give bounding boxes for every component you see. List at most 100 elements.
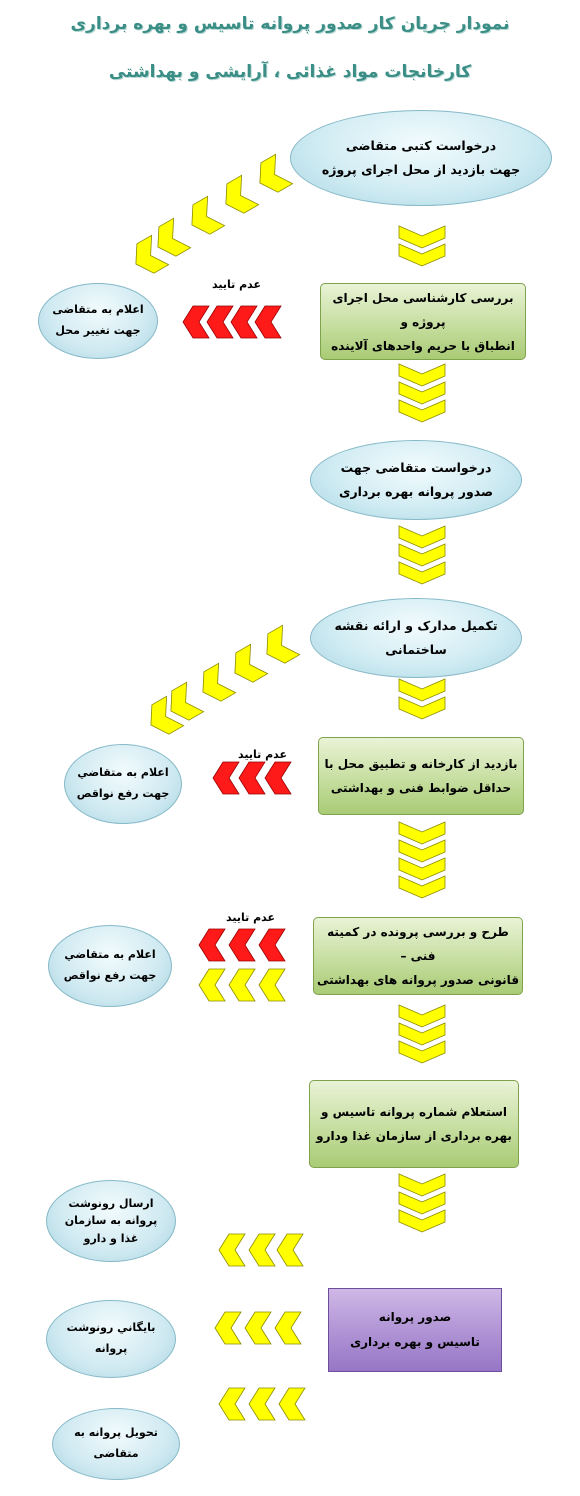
diagonal-chevron-icon-23 [157, 217, 192, 257]
down-chevron-icon-2 [398, 363, 446, 387]
reject-chevron-icon-39 [258, 928, 286, 962]
left-chevron-icon-43 [218, 1233, 246, 1267]
title-line-2: کارخانجات مواد غذائی ، آرایشی و بهداشتی [108, 62, 472, 82]
step-7-line-1: استعلام شماره پروانه تاسیس و [320, 1105, 507, 1119]
left-chevron-icon-41 [228, 968, 256, 1002]
diagonal-chevron-icon-28 [170, 681, 205, 721]
reject-chevron-icon-34 [212, 761, 240, 795]
title-line-1: نمودار جریان کار صدور پروانه تاسیس و بهر… [70, 14, 510, 34]
notice-fix-deficiencies-1: اعلام به متقاضي جهت رفع نواقص [64, 744, 182, 824]
down-chevron-icon-3 [398, 381, 446, 405]
diagonal-chevron-icon-25 [266, 624, 301, 664]
left-chevron-icon-48 [274, 1311, 302, 1345]
diagonal-chevron-icon-24 [135, 234, 170, 274]
notice-fix-deficiencies-2: اعلام به متقاضي جهت رفع نواقص [48, 925, 172, 1007]
down-chevron-icon-5 [398, 525, 446, 549]
step-operation-request: درخواست متقاضی جهت صدور پروانه بهره بردار… [310, 440, 522, 520]
step-8-line-2: تاسیس و بهره برداری [350, 1335, 480, 1349]
down-chevron-icon-6 [398, 543, 446, 567]
notice-3-line-2: جهت رفع نواقص [63, 969, 157, 982]
output-2-line-1: بايگاني رونوشت [66, 1321, 156, 1335]
down-chevron-icon-8 [398, 678, 446, 702]
output-1-line-1: ارسال رونوشت [68, 1196, 154, 1210]
step-license-inquiry: استعلام شماره پروانه تاسیس و بهره برداری … [309, 1080, 519, 1168]
reject-chevron-icon-37 [198, 928, 226, 962]
left-chevron-icon-45 [276, 1233, 304, 1267]
step-4-line-2: ساختمانی [385, 642, 447, 657]
diagonal-chevron-icon-27 [202, 662, 237, 702]
step-4-line-1: تکمیل مدارک و ارائه نقشه [334, 618, 498, 634]
down-chevron-icon-0 [398, 225, 446, 249]
output-send-copy: ارسال رونوشت پروانه به سازمان غذا و دارو [46, 1180, 176, 1262]
down-chevron-icon-18 [398, 1191, 446, 1215]
step-7-line-2: بهره برداری از سازمان غذا ودارو [316, 1129, 512, 1143]
output-3-line-2: متقاضی [93, 1447, 139, 1460]
left-chevron-icon-46 [214, 1311, 242, 1345]
down-chevron-icon-19 [398, 1209, 446, 1233]
step-written-request: درخواست کتبی متقاضی جهت بازدید از محل اجر… [290, 110, 552, 206]
step-committee-review: طرح و بررسی پرونده در کمیته فنی – قانونی … [313, 917, 523, 995]
reject-chevron-icon-32 [230, 305, 258, 339]
down-chevron-icon-14 [398, 1004, 446, 1028]
left-chevron-icon-42 [258, 968, 286, 1002]
output-1-line-2: پروانه به سازمان [64, 1214, 158, 1228]
step-8-line-1: صدور پروانه [378, 1309, 452, 1324]
reject-chevron-icon-38 [228, 928, 256, 962]
step-3-line-2: صدور پروانه بهره برداری [338, 484, 494, 499]
step-1-line-2: جهت بازدید از محل اجرای پروژه [321, 162, 521, 177]
step-2-line-1: بررسی کارشناسی محل اجرای پروژه و [332, 290, 514, 329]
step-complete-documents: تکمیل مدارک و ارائه نقشه ساختمانی [310, 598, 522, 678]
down-chevron-icon-11 [398, 839, 446, 863]
left-chevron-icon-49 [218, 1387, 246, 1421]
notice-1-line-1: اعلام به متقاضی [52, 303, 144, 317]
reject-label-3: عدم تایید [226, 911, 275, 924]
down-chevron-icon-7 [398, 561, 446, 585]
output-deliver-license: تحویل پروانه به متقاضی [52, 1408, 180, 1480]
down-chevron-icon-13 [398, 875, 446, 899]
diagonal-chevron-icon-21 [225, 174, 260, 214]
notice-2-line-2: جهت رفع نواقص [76, 787, 170, 800]
down-chevron-icon-15 [398, 1022, 446, 1046]
notice-change-location: اعلام به متقاضی جهت تغییر محل [38, 283, 158, 359]
step-5-line-1: بازدید از کارخانه و تطبیق محل با [324, 757, 518, 771]
notice-1-line-2: جهت تغییر محل [55, 324, 141, 337]
step-3-line-1: درخواست متقاضی جهت [340, 460, 492, 476]
down-chevron-icon-17 [398, 1173, 446, 1197]
reject-label-1: عدم تایید [212, 278, 261, 291]
left-chevron-icon-40 [198, 968, 226, 1002]
notice-2-line-1: اعلام به متقاضي [77, 766, 169, 780]
diagonal-chevron-icon-22 [191, 195, 226, 235]
diagonal-chevron-icon-20 [259, 153, 294, 193]
step-site-inspection: بررسی کارشناسی محل اجرای پروژه و انطباق ب… [320, 283, 526, 360]
notice-3-line-1: اعلام به متقاضي [64, 948, 156, 962]
down-chevron-icon-12 [398, 857, 446, 881]
left-chevron-icon-44 [248, 1233, 276, 1267]
step-2-line-2: انطباق با حریم واحدهای آلاینده [331, 338, 515, 353]
output-2-line-2: پروانه [94, 1342, 128, 1355]
left-chevron-icon-50 [248, 1387, 276, 1421]
reject-chevron-icon-31 [206, 305, 234, 339]
step-1-line-1: درخواست کتبی متقاضی [345, 138, 497, 154]
step-issue-license: صدور پروانه تاسیس و بهره برداری [328, 1288, 502, 1372]
left-chevron-icon-51 [278, 1387, 306, 1421]
output-3-line-1: تحویل پروانه به [74, 1426, 158, 1440]
output-1-line-3: غذا و دارو [83, 1231, 139, 1245]
down-chevron-icon-16 [398, 1040, 446, 1064]
reject-chevron-icon-33 [254, 305, 282, 339]
reject-label-2: عدم تایید [238, 748, 287, 761]
step-6-line-2: قانونی صدور پروانه های بهداشتی [316, 973, 520, 987]
down-chevron-icon-9 [398, 696, 446, 720]
down-chevron-icon-10 [398, 821, 446, 845]
reject-chevron-icon-35 [238, 761, 266, 795]
step-6-line-1: طرح و بررسی پرونده در کمیته فنی – [327, 925, 509, 963]
step-5-line-2: حداقل ضوابط فنی و بهداشتی [330, 781, 512, 795]
down-chevron-icon-1 [398, 243, 446, 267]
down-chevron-icon-4 [398, 399, 446, 423]
reject-chevron-icon-30 [182, 305, 210, 339]
step-factory-inspection: بازدید از کارخانه و تطبیق محل با حداقل ضو… [318, 737, 524, 815]
diagonal-chevron-icon-26 [234, 643, 269, 683]
output-archive-copy: بايگاني رونوشت پروانه [46, 1300, 176, 1378]
left-chevron-icon-47 [244, 1311, 272, 1345]
